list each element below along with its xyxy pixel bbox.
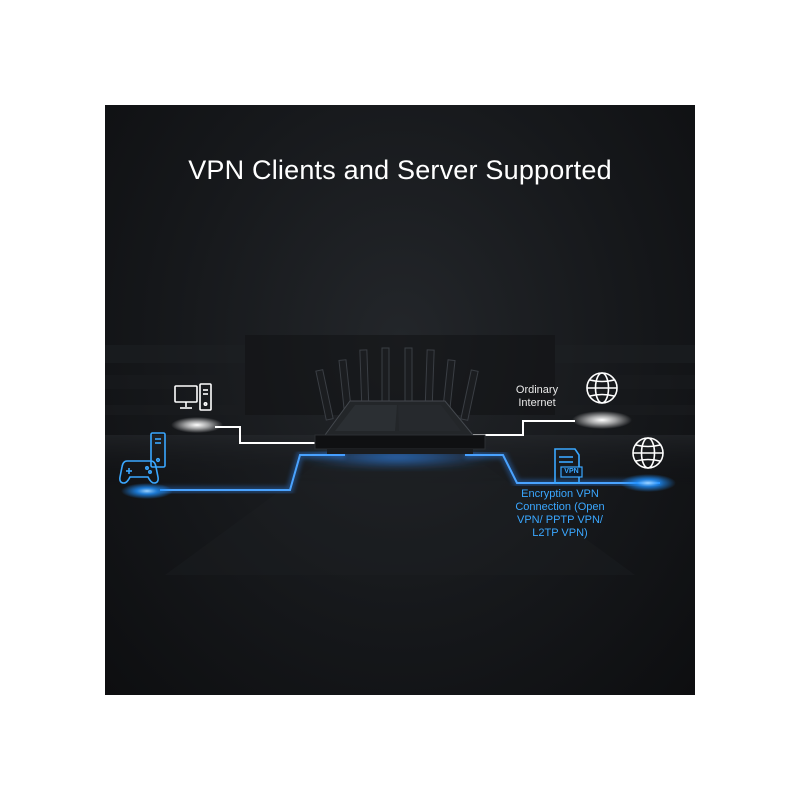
globe-icon (620, 437, 676, 492)
desktop-computer-icon (171, 383, 223, 433)
encryption-line2: Connection (Open (515, 501, 605, 513)
router (297, 347, 497, 469)
network-scene (105, 335, 695, 575)
encryption-vpn-label: Encryption VPN Connection (Open VPN/ PPT… (500, 488, 620, 540)
game-console-icon (150, 432, 166, 468)
ordinary-connection-lines (215, 420, 575, 444)
page-title: VPN Clients and Server Supported (188, 155, 612, 185)
ordinary-internet-line2: Internet (518, 397, 556, 409)
vpn-server-icon (554, 448, 583, 484)
ordinary-internet-label: Ordinary Internet (505, 384, 569, 410)
vpn-feature-panel: VPN Clients and Server Supported (105, 105, 695, 695)
game-controller-icon (119, 460, 173, 499)
encryption-line1: Encryption VPN (521, 488, 599, 500)
globe-icon (572, 372, 632, 429)
ordinary-internet-line1: Ordinary (515, 384, 559, 396)
encryption-line3: VPN/ PPTP VPN/ (517, 514, 603, 526)
encryption-line4: L2TP VPN) (532, 527, 588, 539)
vpn-badge: VPN (564, 468, 579, 475)
